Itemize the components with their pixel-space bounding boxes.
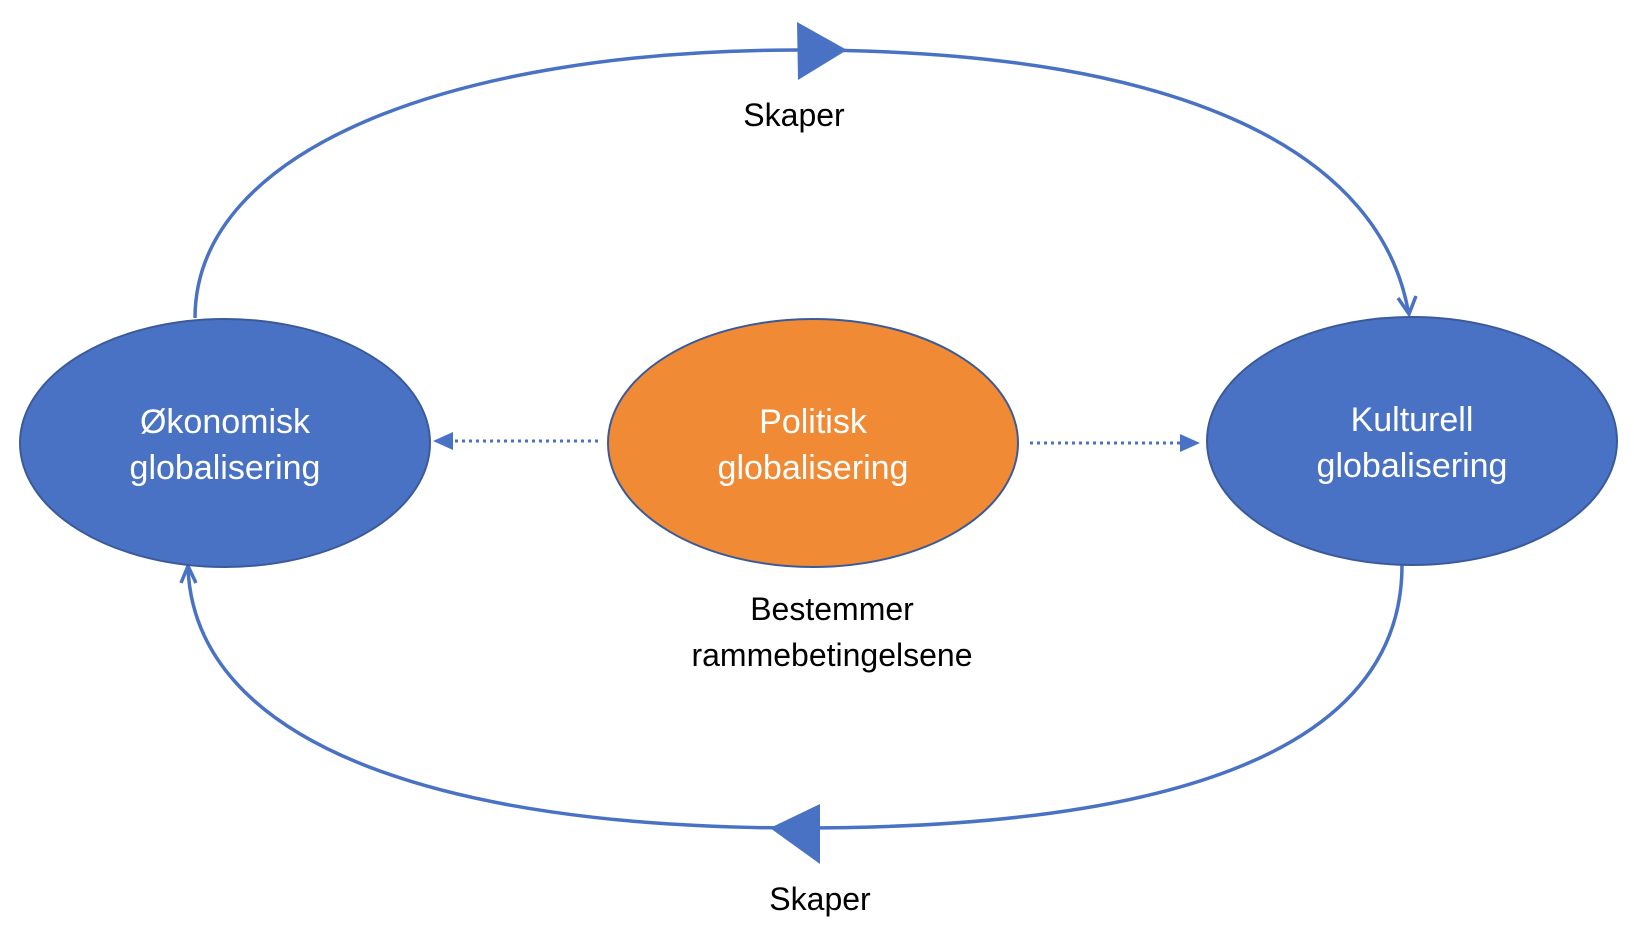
bottom-edge-label: Skaper xyxy=(769,881,871,917)
dotted-arrow-left-head-icon xyxy=(433,432,453,450)
node-kulturell-line2: globalisering xyxy=(1317,447,1508,485)
node-kulturell-line1: Kulturell xyxy=(1351,401,1474,439)
node-okonomisk-line1: Økonomisk xyxy=(140,403,311,441)
top-arc-triangle-icon xyxy=(797,22,847,80)
node-okonomisk xyxy=(19,318,431,568)
top-arc-arrowhead-icon xyxy=(1396,295,1418,318)
top-cycle-arc xyxy=(193,48,1410,319)
node-kulturell xyxy=(1206,316,1618,566)
node-politisk xyxy=(607,318,1019,568)
top-edge-label: Skaper xyxy=(743,97,845,133)
node-okonomisk-line2: globalisering xyxy=(130,449,321,487)
bottom-arc-triangle-icon xyxy=(770,804,820,864)
center-edge-label-line2: rammebetingelsene xyxy=(691,637,972,673)
center-edge-label-line1: Bestemmer xyxy=(750,591,914,627)
bottom-arc-arrowhead-icon xyxy=(179,561,198,584)
node-politisk-line2: globalisering xyxy=(718,449,909,487)
dotted-arrow-right-head-icon xyxy=(1180,434,1200,452)
node-politisk-line1: Politisk xyxy=(759,403,868,441)
